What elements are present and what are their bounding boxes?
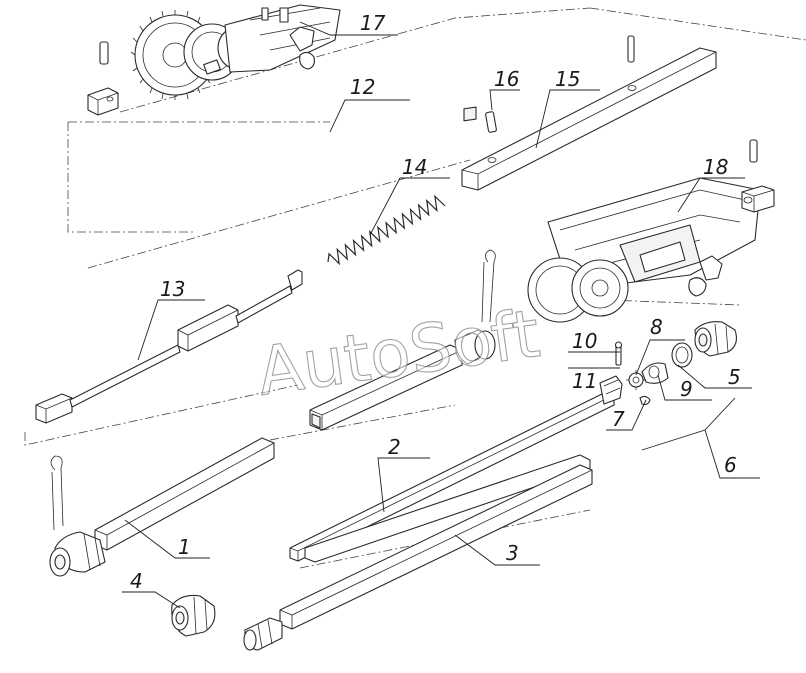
shaft-1	[49, 437, 275, 577]
callout-9: 9	[680, 377, 693, 401]
callout-3: 3	[506, 541, 519, 565]
square-tube-15	[461, 35, 717, 191]
callout-15: 15	[555, 67, 580, 91]
leader-lines	[122, 21, 760, 609]
callout-13: 13	[160, 277, 185, 301]
pin-and-sleeve-left	[87, 41, 119, 116]
callout-14: 14	[402, 155, 427, 179]
shaft-3	[243, 464, 593, 651]
callout-8: 8	[650, 315, 663, 339]
callout-2: 2	[388, 435, 401, 459]
callout-5: 5	[728, 365, 741, 389]
callout-6: 6	[724, 453, 737, 477]
callout-7: 7	[612, 407, 625, 431]
callout-12: 12	[350, 75, 375, 99]
spring-14	[327, 194, 446, 266]
universal-joint-4	[171, 594, 216, 637]
shaft-2	[289, 375, 623, 562]
small-parts-cluster	[614, 341, 693, 406]
universal-joint-5	[694, 321, 737, 357]
top-gear-assembly	[130, 4, 341, 100]
callout-10: 10	[572, 329, 597, 353]
callout-11: 11	[572, 369, 597, 393]
callout-4: 4	[130, 569, 143, 593]
callout-18: 18	[703, 155, 728, 179]
rod-13	[35, 269, 303, 424]
pin-and-block-right	[741, 139, 775, 213]
flat-bar	[304, 454, 591, 563]
right-gear-assembly-18	[527, 177, 761, 323]
middle-shaft-with-yoke	[309, 249, 496, 431]
callout-16: 16	[494, 67, 519, 91]
callout-numbers: 17 12 15 16 14 18 13 8 10 11 5 9 7 6 2 3…	[130, 11, 741, 593]
callout-17: 17	[360, 11, 386, 35]
callout-1: 1	[178, 535, 191, 559]
